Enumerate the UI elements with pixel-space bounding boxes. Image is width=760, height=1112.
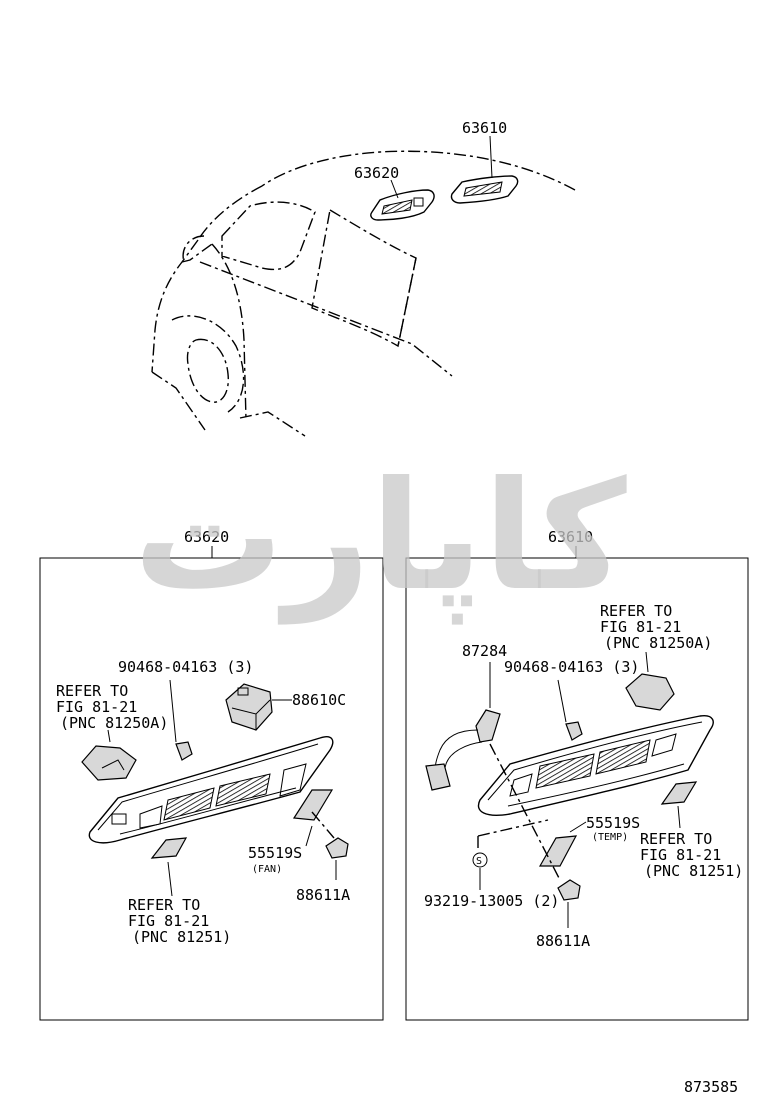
note-fan: (FAN): [252, 864, 282, 875]
bulb-holder-right: [660, 781, 698, 805]
clip-right: [565, 721, 583, 741]
overview-part-63610: [450, 175, 519, 204]
panel-63610: [477, 715, 714, 816]
figure-number: 873585: [684, 1078, 738, 1096]
refer-top-right-3: (PNC 81250A): [604, 634, 712, 652]
label-screw-left: 90468-04163 (3): [118, 658, 253, 676]
leader-overview-63610: [489, 135, 493, 179]
label-88611a-right: 88611A: [536, 932, 590, 950]
refer-bottom-left-3: (PNC 81251): [132, 928, 231, 946]
plate-55519s-left: [292, 789, 334, 821]
lamp-socket-left: [81, 745, 137, 781]
bulb-symbol: [472, 852, 488, 868]
leader-overview-63620: [390, 179, 399, 199]
note-temp: (TEMP): [592, 832, 628, 843]
label-87284: 87284: [462, 642, 507, 660]
bulb-symbol-text: S: [476, 856, 482, 867]
overview-label-63620: 63620: [354, 164, 399, 182]
overview-part-63620: [370, 189, 435, 221]
refer-side-right-3: (PNC 81251): [644, 862, 743, 880]
knob-88611a-right: [557, 879, 581, 901]
panel-63620: [88, 736, 334, 844]
refer-bottom-left-2: FIG 81-21: [128, 912, 209, 930]
watermark-logo: کاپارت: [133, 450, 627, 625]
lamp-socket-right: [625, 673, 675, 711]
plate-55519s-right: [538, 835, 578, 867]
switch-88610c: [225, 683, 273, 731]
refer-top-left-2: FIG 81-21: [56, 698, 137, 716]
label-screw-right: 90468-04163 (3): [504, 658, 639, 676]
label-88611a-left: 88611A: [296, 886, 350, 904]
label-88610c: 88610C: [292, 691, 346, 709]
refer-top-left-1: REFER TO: [56, 682, 128, 700]
bulb-holder-left: [150, 837, 188, 859]
refer-top-left-3: (PNC 81250A): [60, 714, 168, 732]
knob-88611a-left: [325, 837, 349, 859]
refer-top-right-1: REFER TO: [600, 602, 672, 620]
clip-left: [175, 741, 193, 761]
label-bulb-93219: 93219-13005 (2): [424, 892, 559, 910]
box-63610: [405, 557, 749, 1021]
refer-top-right-2: FIG 81-21: [600, 618, 681, 636]
refer-side-right-2: FIG 81-21: [640, 846, 721, 864]
label-55519s-right: 55519S: [586, 814, 640, 832]
box-63620-title: 63620: [184, 528, 229, 546]
wire-harness-87284: [425, 709, 501, 791]
overview-label-63610: 63610: [462, 119, 507, 137]
vehicle-outline: [151, 150, 576, 437]
box-63610-title: 63610: [548, 528, 593, 546]
label-55519s-left: 55519S: [248, 844, 302, 862]
refer-side-right-1: REFER TO: [640, 830, 712, 848]
refer-bottom-left-1: REFER TO: [128, 896, 200, 914]
